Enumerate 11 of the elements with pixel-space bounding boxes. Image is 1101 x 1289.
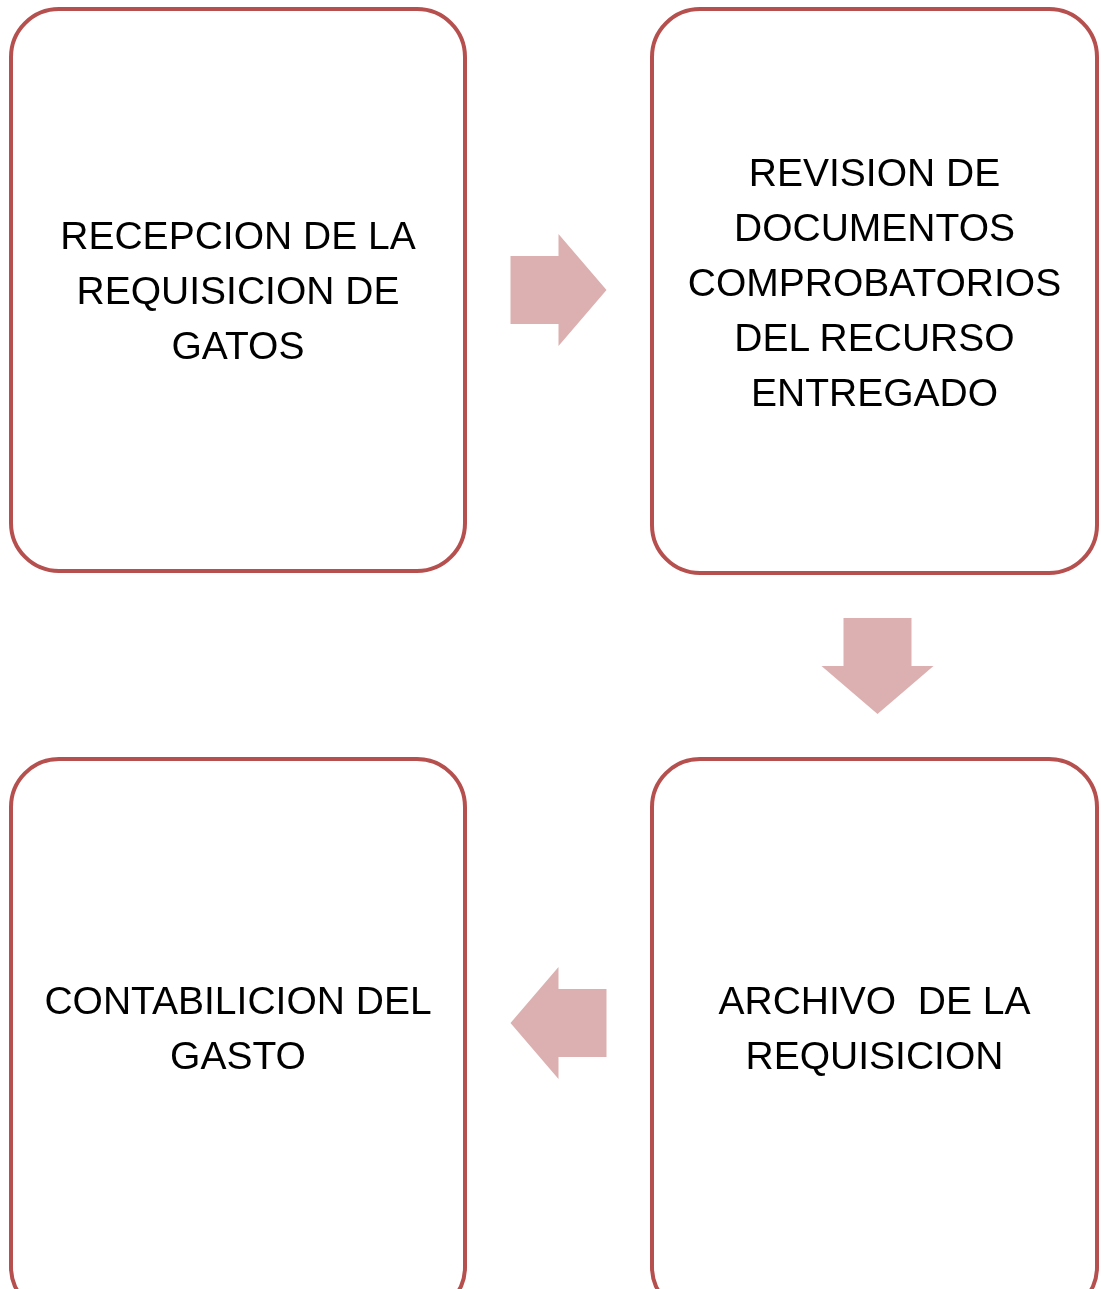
block-arrow <box>510 234 607 346</box>
process-box <box>9 7 467 573</box>
process-box <box>9 757 467 1289</box>
step-label: RECEPCION DE LA REQUISICION DE GATOS <box>59 212 417 369</box>
block-arrow <box>821 618 934 714</box>
process-box <box>650 7 1099 575</box>
process-box <box>650 757 1099 1289</box>
step-label: CONTABILICION DEL GASTO <box>43 978 433 1079</box>
step-label: ARCHIVO DE LA REQUISICION <box>717 978 1032 1079</box>
step-label: REVISION DE DOCUMENTOS COMPROBATORIOS DEL RECURSO ENTREGADO <box>686 149 1063 416</box>
block-arrow <box>510 967 607 1079</box>
